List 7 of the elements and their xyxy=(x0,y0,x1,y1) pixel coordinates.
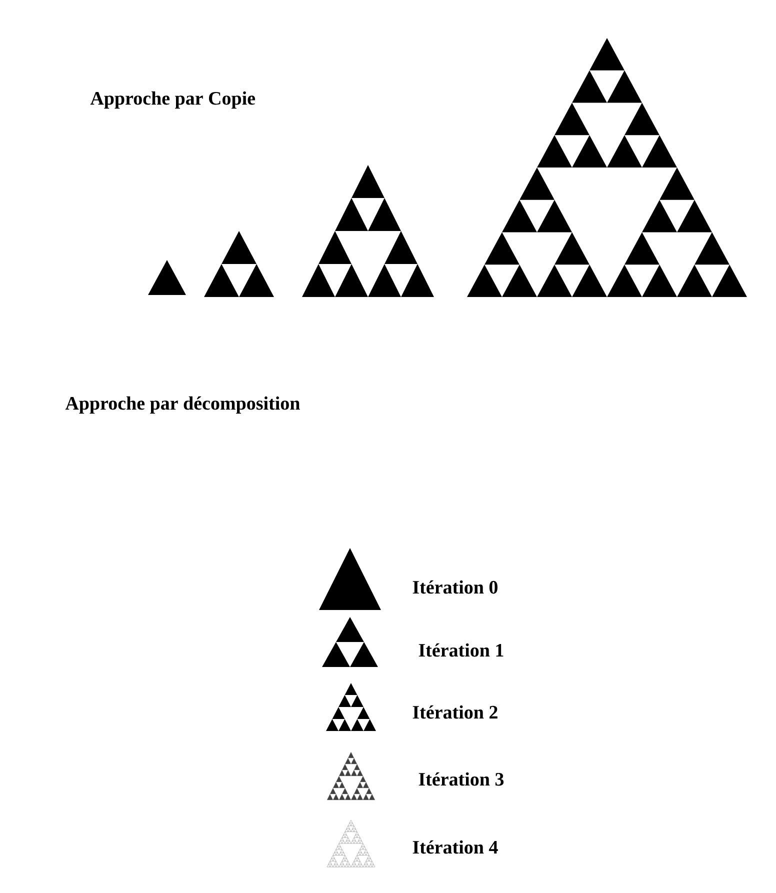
iteration-label: Itération 3 xyxy=(418,772,504,786)
section-heading: Approche par Copie xyxy=(90,91,256,109)
iteration-label: Itération 2 xyxy=(412,705,498,719)
iteration-label: Itération 1 xyxy=(418,643,504,657)
iteration-label: Itération 4 xyxy=(412,840,498,854)
iteration-label: Itération 0 xyxy=(412,580,498,594)
section-heading: Approche par décomposition xyxy=(65,396,300,414)
